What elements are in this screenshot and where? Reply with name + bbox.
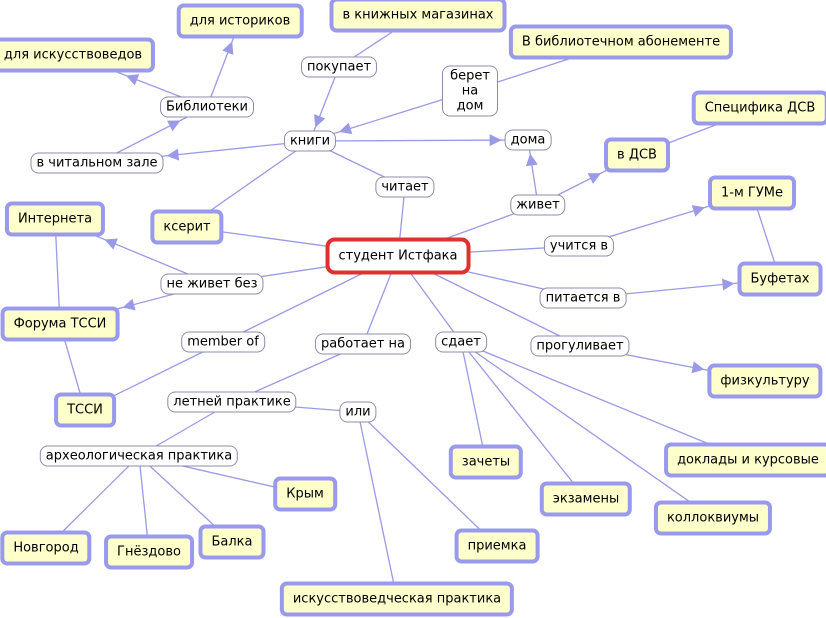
concept-node-gnezdovo[interactable]: Гнёздово [104,534,194,570]
link-phrase-works[interactable]: работает на [315,333,411,355]
edge-buys-books [309,66,340,142]
concept-node-xerox[interactable]: ксерит [150,209,224,245]
edge-or-artpractice [357,411,398,600]
concept-node-exams[interactable]: экзамены [539,481,633,517]
concept-node-internet[interactable]: Интернета [4,201,106,237]
edge-passes-credits [460,341,487,463]
concept-node-artcritics[interactable]: для искусствоведов [0,37,156,73]
link-phrase-home[interactable]: дома [504,129,552,151]
concept-node-balka[interactable]: Балка [198,524,266,560]
arrowhead-icon [104,238,118,250]
link-phrase-member[interactable]: member of [181,331,265,353]
link-phrase-readingroom[interactable]: в читальном зале [30,152,164,174]
arrowhead-icon [167,120,181,132]
concept-node-buffets[interactable]: Буфетах [737,261,823,297]
link-phrase-takeshome[interactable]: берет на дом [442,65,498,117]
arrowhead-icon [222,41,234,55]
link-phrase-summer[interactable]: летней практике [167,391,297,413]
concept-node-dsvspec[interactable]: Специфика ДСВ [691,90,826,126]
arrowhead-icon [691,205,706,217]
concept-node-novgorod[interactable]: Новгород [0,530,92,566]
link-phrase-cantlive[interactable]: не живет без [160,273,264,295]
arrowhead-icon [166,148,180,161]
concept-node-forum[interactable]: Форума ТССИ [0,306,120,342]
concept-node-subscription[interactable]: В библиотечном абонементе [508,24,734,60]
edge-lives-home [527,139,539,206]
arrowhead-icon [489,134,502,147]
concept-node-pe[interactable]: физкультуру [707,363,823,399]
link-phrase-lives[interactable]: живет [510,194,566,216]
link-phrase-eats[interactable]: питается в [539,287,627,309]
concept-node-historians[interactable]: для историков [176,3,304,39]
concept-node-dsv[interactable]: в ДСВ [604,137,670,173]
arrowhead-icon [721,278,735,291]
concept-node-acceptance[interactable]: приемка [454,528,540,564]
edge-passes-colloq [460,341,714,519]
edge-passes-exams [460,341,587,500]
concept-node-student[interactable]: студент Истфака [325,237,471,275]
arrowhead-icon [125,74,140,86]
concept-node-crimea[interactable]: Крым [273,476,337,512]
link-phrase-reads[interactable]: читает [375,176,435,198]
arrowhead-icon [122,298,136,311]
concept-node-bookstores[interactable]: в книжных магазинах [329,0,507,33]
link-phrase-passes[interactable]: сдает [435,331,487,353]
concept-node-credits[interactable]: зачеты [448,444,524,480]
concept-node-tssi[interactable]: ТССИ [54,392,116,428]
arrowhead-icon [525,153,538,167]
link-phrase-or[interactable]: или [339,401,377,423]
link-phrase-libraries[interactable]: Библиотеки [160,96,254,118]
arrowhead-icon [691,361,705,374]
edge-or-acceptance [357,411,498,547]
link-phrase-studies[interactable]: учится в [543,235,615,257]
link-phrase-buys[interactable]: покупает [300,56,378,78]
edge-passes-reports [460,341,749,461]
concept-node-artpractice[interactable]: искусствоведческая практика [279,581,515,617]
link-phrase-books[interactable]: книги [283,130,337,152]
link-phrase-archpractice[interactable]: археологическая практика [39,445,239,467]
concept-node-reports[interactable]: доклады и курсовые [664,442,826,478]
concept-node-colloq[interactable]: коллоквиумы [653,500,773,536]
arrowhead-icon [314,114,326,128]
concept-node-gum[interactable]: 1-м ГУМе [708,175,796,211]
arrowhead-icon [587,173,602,184]
arrowhead-icon [339,122,353,135]
link-phrase-skips[interactable]: прогуливает [530,335,630,357]
